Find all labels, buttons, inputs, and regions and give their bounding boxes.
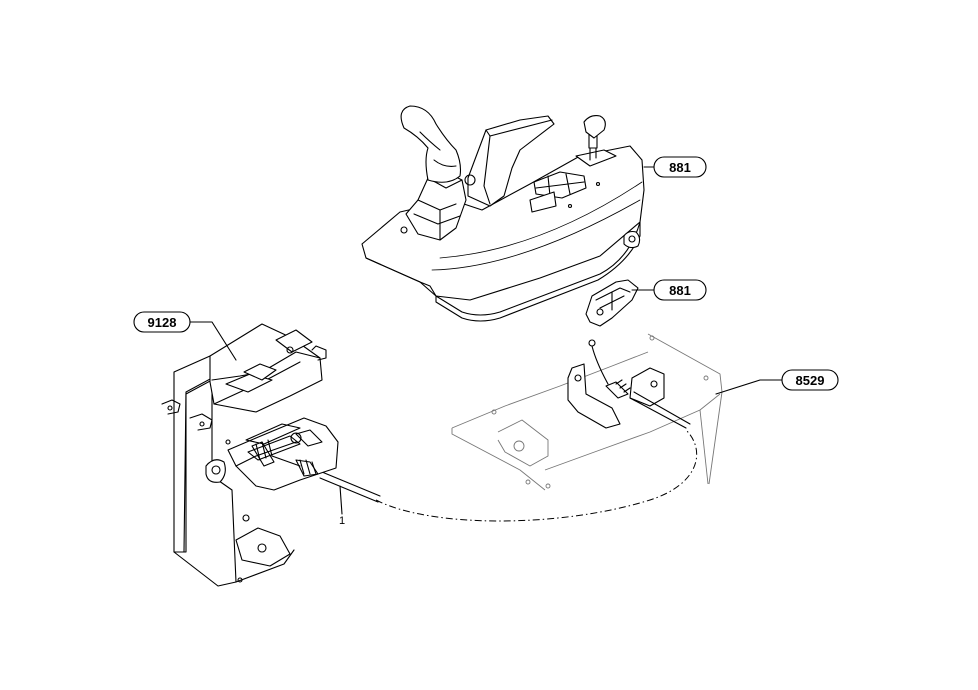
control-console (361, 105, 645, 322)
callout-cab-floor-label: 8529 (796, 373, 825, 388)
leader-lines (189, 166, 783, 515)
callout-console-label: 881 (669, 160, 691, 175)
item-number-label: 1 (339, 515, 345, 527)
callout-small-bracket-label: 881 (669, 283, 691, 298)
pedal-frame (161, 323, 339, 587)
cable-mount-bracket (567, 339, 665, 429)
callout-console[interactable]: 881 (653, 156, 707, 178)
callout-cab-floor[interactable]: 8529 (781, 369, 839, 391)
cab-floor-ghost (451, 333, 723, 491)
small-bracket (585, 279, 639, 327)
control-cable (319, 391, 698, 522)
callout-pedal-frame-label: 9128 (148, 315, 177, 330)
callout-pedal-frame[interactable]: 9128 (133, 311, 191, 333)
callout-small-bracket[interactable]: 881 (653, 279, 707, 301)
